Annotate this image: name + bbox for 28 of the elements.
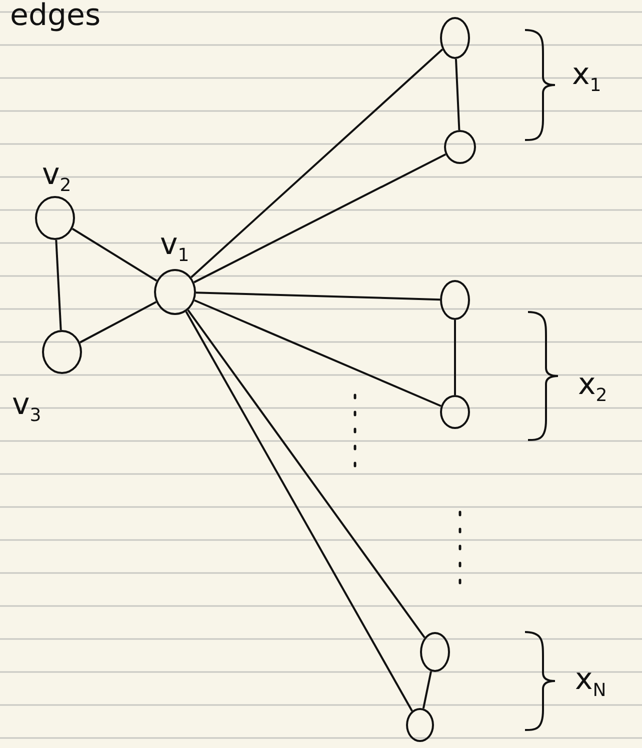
node-circle <box>444 130 476 164</box>
node-circle <box>420 632 450 672</box>
edge-line <box>55 240 62 330</box>
vertex-label: v$_{2}$ <box>42 160 72 195</box>
edge-line <box>194 299 442 407</box>
edge-line <box>454 58 460 130</box>
vertex-label: v$_{3}$ <box>12 390 42 425</box>
node-circle <box>440 280 470 320</box>
edge-line <box>454 320 456 395</box>
node-circle <box>406 708 434 742</box>
node-circle <box>42 330 82 374</box>
edge-line <box>80 301 157 344</box>
edge-line <box>72 228 158 282</box>
node-circle <box>35 196 75 240</box>
node-circle <box>440 395 470 429</box>
heading-text: edges <box>10 1 101 31</box>
edge-line <box>194 153 446 284</box>
node-circle <box>154 269 196 315</box>
edge-line <box>190 48 444 278</box>
edge-line <box>187 309 426 638</box>
edge-line <box>422 671 432 709</box>
vertex-label: v$_{1}$ <box>160 230 190 265</box>
edge-line <box>196 292 440 301</box>
group-label: x$_{N}$ <box>575 665 606 700</box>
group-label: x$_{1}$ <box>572 60 602 95</box>
node-circle <box>440 17 470 59</box>
edge-line <box>185 311 413 712</box>
group-label: x$_{2}$ <box>578 370 608 405</box>
